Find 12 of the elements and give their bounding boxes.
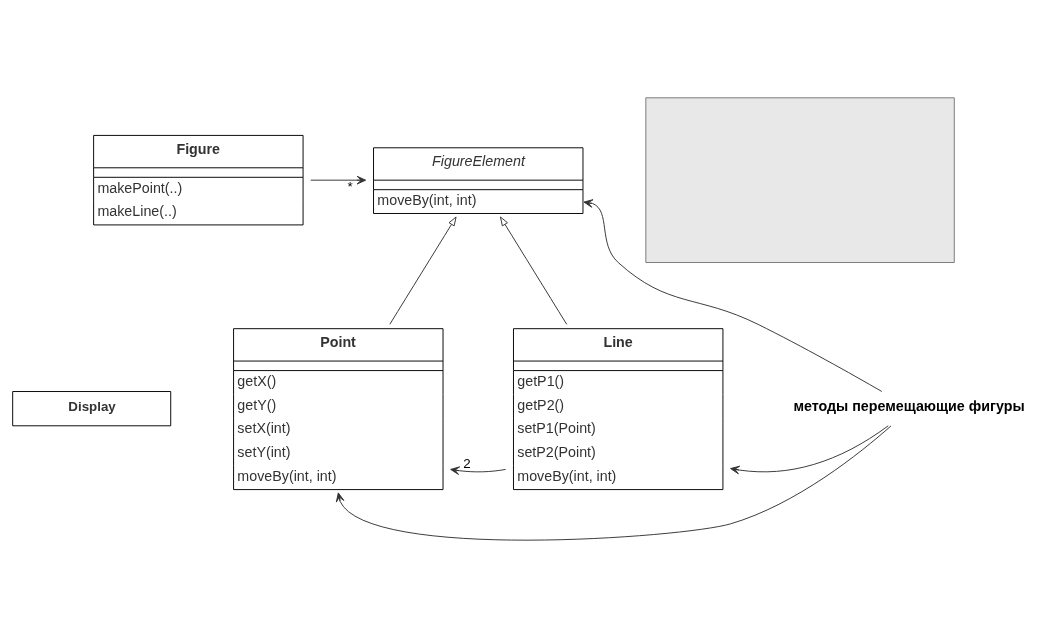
arrow: [310, 175, 367, 185]
arrow: [335, 425, 892, 541]
edge-label: *: [347, 178, 353, 194]
arrow: [583, 199, 883, 392]
node-text: методы перемещающие фигуры: [793, 398, 1025, 415]
edge-label: 2: [463, 456, 471, 472]
node-box: [645, 97, 955, 263]
node-box: Display: [12, 391, 172, 427]
arrow: [730, 425, 889, 475]
arrow: [499, 216, 568, 325]
arrow: [450, 466, 507, 475]
arrow: [389, 216, 457, 325]
